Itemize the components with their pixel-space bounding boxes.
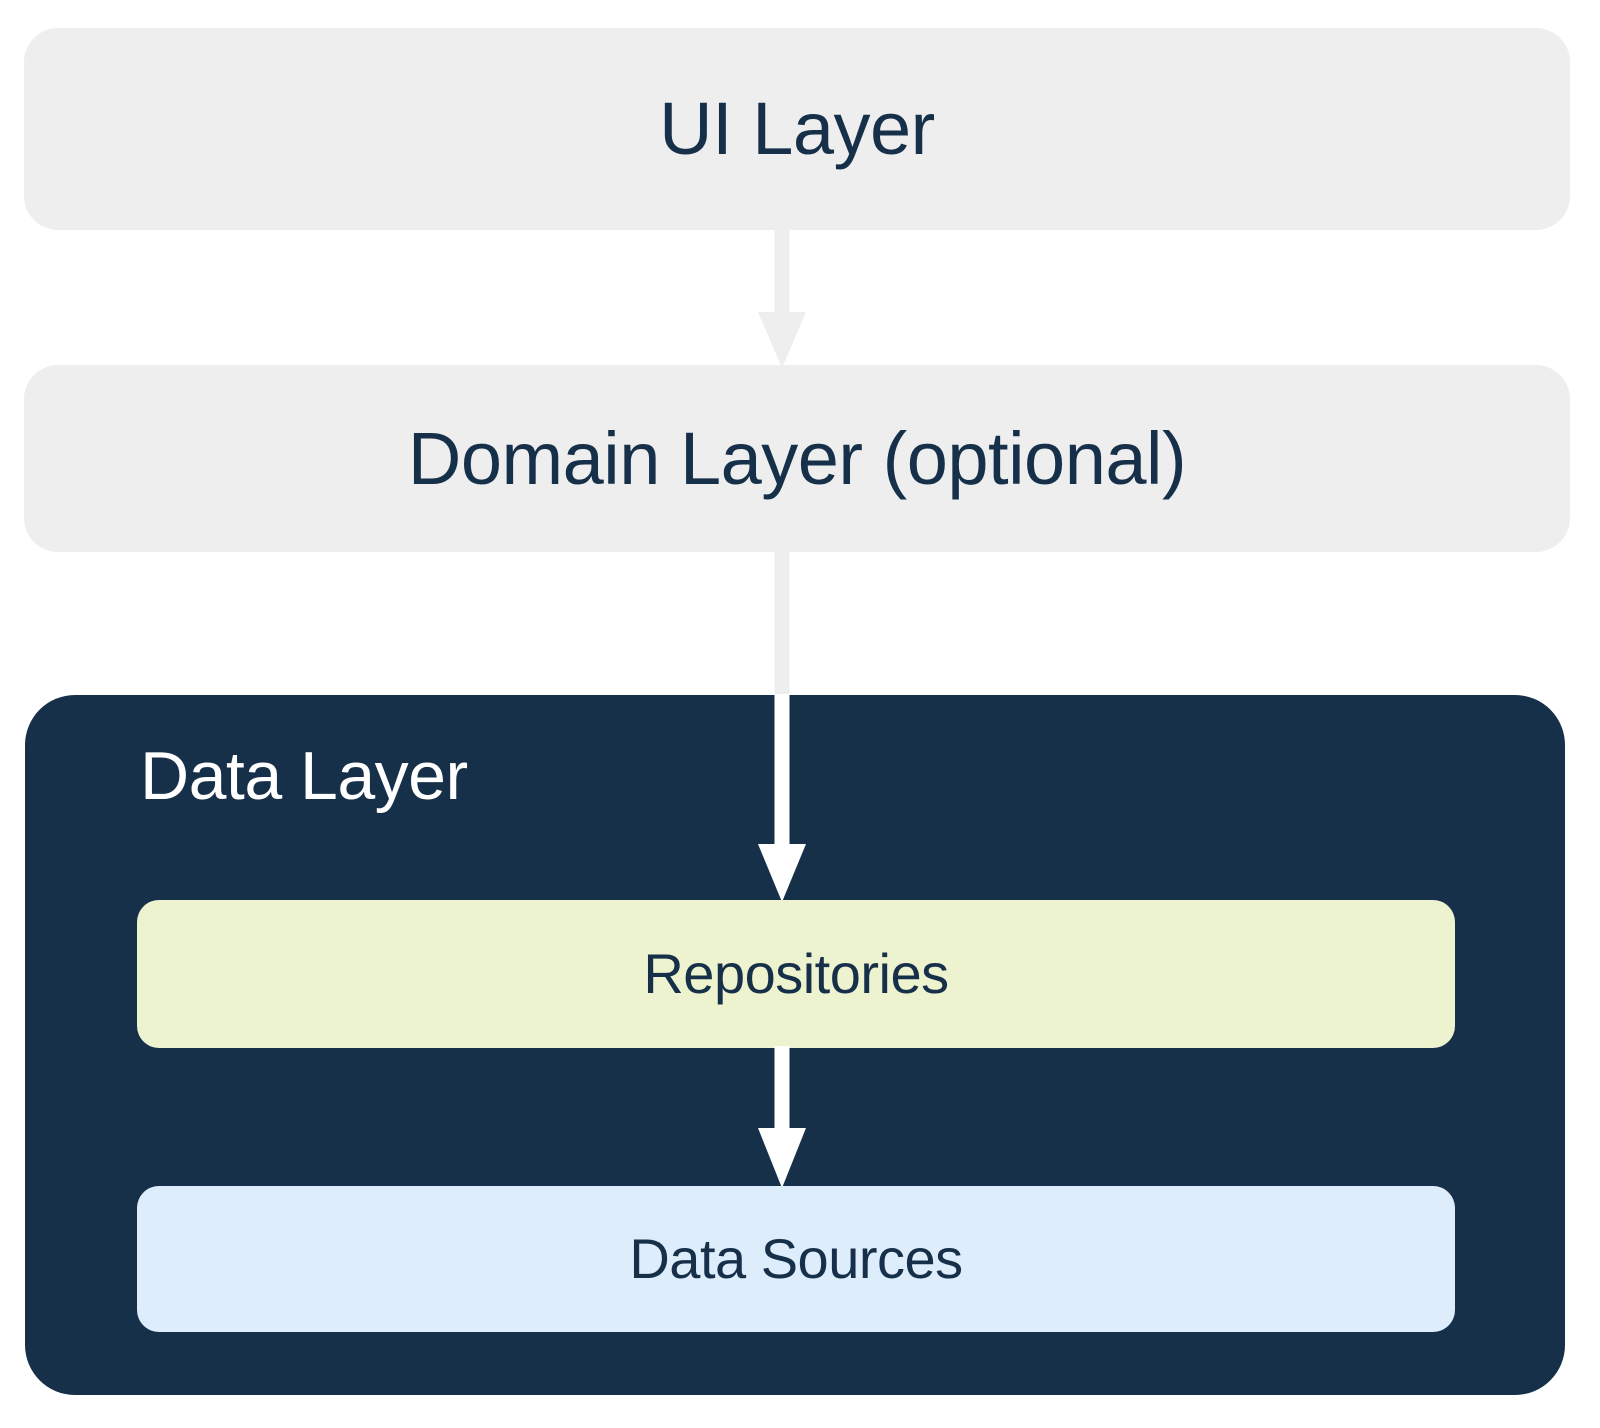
repositories-label: Repositories: [643, 942, 949, 1005]
data-sources-box: Data Sources: [137, 1186, 1455, 1332]
data-layer-label: Data Layer: [140, 738, 468, 814]
repositories-box: Repositories: [137, 900, 1455, 1048]
arrow-shaft: [774, 550, 790, 696]
domain-layer-label: Domain Layer (optional): [407, 416, 1187, 500]
arrow-head: [758, 312, 806, 368]
ui-layer-label: UI Layer: [659, 87, 935, 170]
arrow-ui-to-domain-icon: [758, 228, 806, 368]
ui-layer-box: UI Layer: [24, 28, 1570, 230]
data-sources-label: Data Sources: [629, 1227, 963, 1290]
arrow-domain-outer-segment-icon: [758, 550, 806, 696]
arrow-shaft: [774, 228, 790, 314]
domain-layer-box: Domain Layer (optional): [24, 365, 1570, 552]
